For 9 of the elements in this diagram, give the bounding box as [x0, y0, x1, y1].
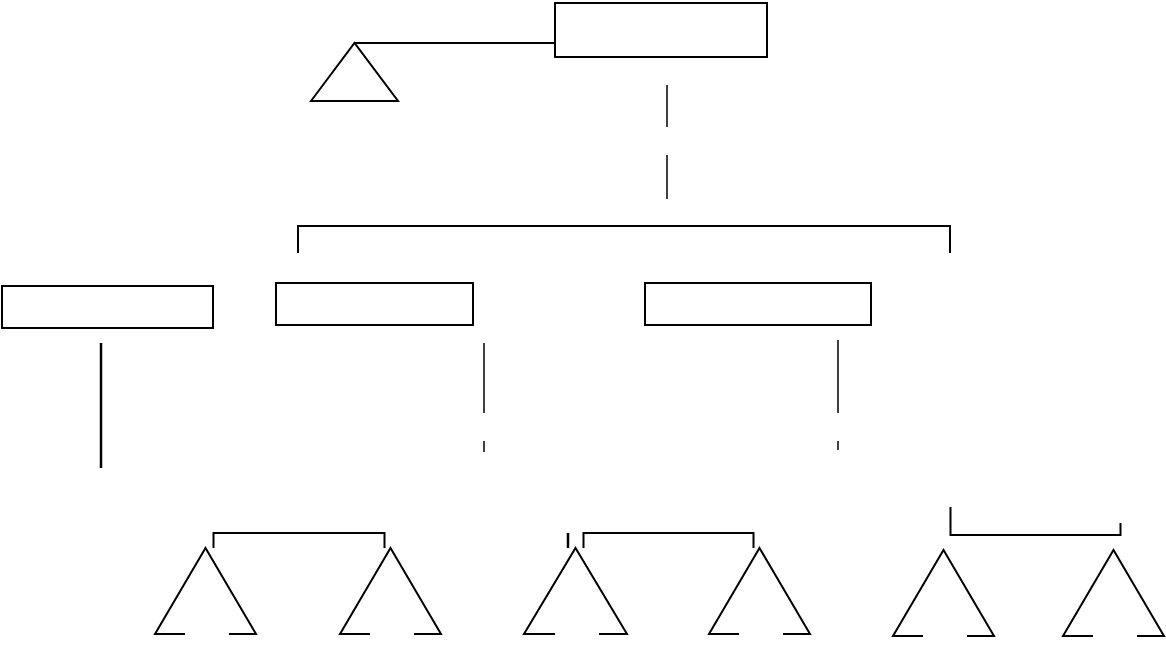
connector-line [212, 532, 386, 549]
empty-box [1, 285, 214, 329]
empty-box [275, 282, 474, 326]
empty-box [554, 2, 768, 58]
connector-line [949, 506, 1122, 536]
connector-line [582, 532, 755, 549]
empty-box [644, 282, 872, 326]
triangle-shape [311, 43, 398, 101]
connector-line [353, 42, 555, 44]
